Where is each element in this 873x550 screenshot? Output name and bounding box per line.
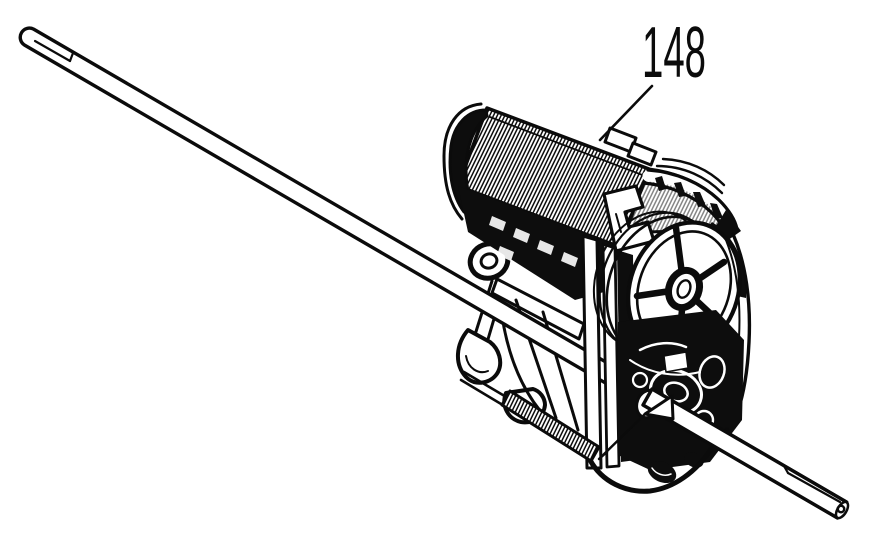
cooling-vent-slots xyxy=(655,176,723,218)
lower-gear xyxy=(647,460,677,484)
top-clips xyxy=(603,126,658,167)
motor-underside xyxy=(458,186,620,300)
gear-housing-bottom xyxy=(587,427,730,494)
shaft-end-hole xyxy=(836,504,846,514)
part-number-label: 148 xyxy=(642,13,706,93)
shaft-end-flat xyxy=(782,464,842,504)
callout-148: 148 xyxy=(598,13,706,142)
drive-shaft-front xyxy=(597,387,850,520)
shaft-exit-arrow xyxy=(643,394,675,421)
leader-line xyxy=(598,84,654,142)
ribbed-band xyxy=(500,389,601,463)
housing-edge-line xyxy=(597,412,647,461)
shaft-tip-notch xyxy=(33,39,75,63)
